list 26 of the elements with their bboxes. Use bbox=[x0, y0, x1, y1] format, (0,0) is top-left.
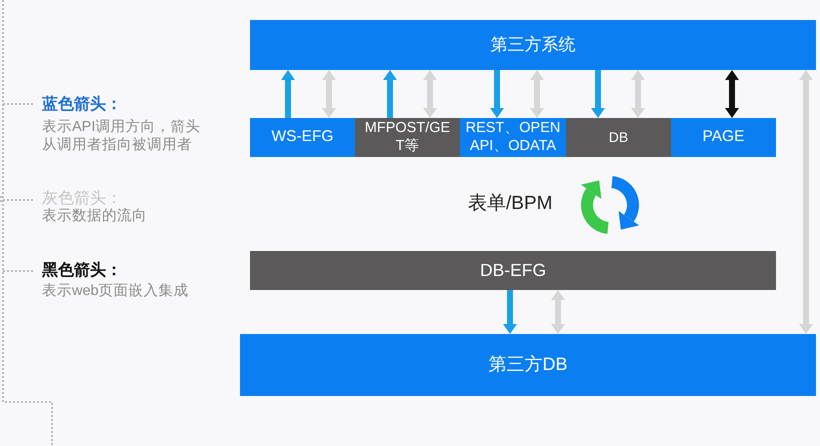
legend-description: 表示API调用方向，箭头从调用者指向被调用者 bbox=[42, 118, 202, 154]
arrow bbox=[423, 70, 437, 118]
wide-bar: DB-EFG bbox=[250, 251, 776, 290]
process-box: MFPOST/GET等 bbox=[355, 118, 460, 157]
arrow bbox=[551, 290, 565, 334]
process-box: REST、OPEN API、ODATA bbox=[460, 118, 566, 157]
legend-description: 表示数据的流向 bbox=[42, 208, 147, 226]
arrow bbox=[631, 70, 645, 118]
label-text: 表单/BPM bbox=[468, 193, 552, 216]
wide-bar: 第三方系统 bbox=[250, 20, 816, 70]
arrow bbox=[799, 70, 813, 334]
arrow bbox=[383, 70, 397, 118]
legend-heading: 蓝色箭头： bbox=[42, 95, 122, 114]
process-box: DB bbox=[566, 118, 671, 157]
arrow bbox=[591, 70, 605, 118]
arrow bbox=[530, 70, 544, 118]
arrow bbox=[281, 70, 295, 118]
arrow bbox=[322, 70, 336, 118]
legend-description: 表示web页面嵌入集成 bbox=[42, 283, 189, 300]
process-box: WS-EFG bbox=[250, 118, 355, 157]
legend-heading: 黑色箭头： bbox=[42, 261, 122, 280]
arrow bbox=[725, 70, 739, 118]
process-box: PAGE bbox=[671, 118, 776, 157]
arrow bbox=[490, 70, 504, 118]
wide-bar: 第三方DB bbox=[240, 334, 816, 396]
arrow bbox=[503, 290, 517, 334]
